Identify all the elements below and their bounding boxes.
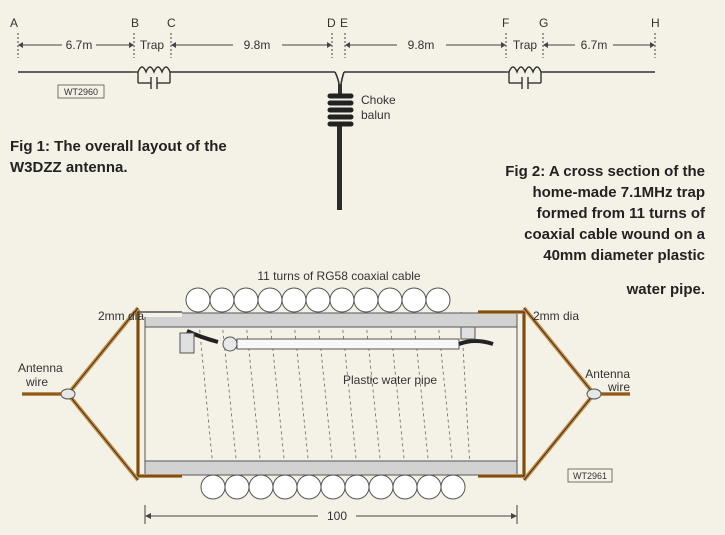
- guide-lines: [17, 33, 656, 58]
- point-label-b: B: [131, 16, 139, 30]
- coax-turn-bottom: [200, 474, 226, 500]
- fig2-caption-line2: home-made 7.1MHz trap: [532, 184, 705, 201]
- point-label-e: E: [340, 16, 348, 30]
- segment-label-cd: 9.8m: [244, 38, 271, 52]
- point-label-g: G: [539, 16, 548, 30]
- segment-label-trap-right: Trap: [513, 38, 538, 52]
- point-label-a: A: [10, 16, 18, 30]
- balun-label: balun: [361, 108, 390, 122]
- ref-tag-box-fig2: [567, 468, 613, 483]
- left-junction: [60, 388, 76, 400]
- point-label-d: D: [327, 16, 336, 30]
- arrow-heads: [18, 42, 655, 48]
- coax-turn-top: [353, 287, 379, 313]
- wire-dia-left: 2mm dia: [98, 309, 144, 323]
- fig2-trap-cross-section: 11 turns of RG58 coaxial cable: [18, 269, 630, 524]
- fig2-caption-line5: 40mm diameter plastic: [543, 247, 705, 264]
- coax-turn-bottom: [272, 474, 298, 500]
- coax-core: [179, 326, 494, 354]
- coil-turns: [327, 93, 354, 127]
- antenna-wire-left-1: Antenna: [18, 361, 63, 375]
- coax-turn-bottom: [440, 474, 466, 500]
- coax-turn-top: [377, 287, 403, 313]
- segment-label-gh: 6.7m: [581, 38, 608, 52]
- choke-balun: [327, 71, 354, 210]
- point-label-h: H: [651, 16, 660, 30]
- coax-turn-bottom: [416, 474, 442, 500]
- coil-top-turns: [185, 287, 451, 313]
- fig1-layout: A B C D E F G H: [10, 16, 660, 210]
- coax-turn-top: [209, 287, 235, 313]
- coax-turn-bottom: [344, 474, 370, 500]
- point-label-f: F: [502, 16, 509, 30]
- fig1-caption-line2: W3DZZ antenna.: [10, 159, 128, 176]
- coax-turn-top: [425, 287, 451, 313]
- antenna-wire-right-1: Antenna: [585, 367, 630, 381]
- fig2-caption-line4: coaxial cable wound on a: [524, 226, 706, 243]
- dimension-label: 100: [327, 509, 347, 523]
- coax-turn-bottom: [224, 474, 250, 500]
- end-brackets: [136, 305, 526, 478]
- fig1-caption-line1: Fig 1: The overall layout of the: [10, 138, 227, 155]
- choke-label: Choke: [361, 93, 396, 107]
- point-label-c: C: [167, 16, 176, 30]
- coax-turn-top: [305, 287, 331, 313]
- right-junction: [586, 388, 602, 400]
- antenna-wire-left-2: wire: [25, 375, 48, 389]
- winding-lines: [197, 311, 471, 469]
- coax-turn-top: [257, 287, 283, 313]
- turns-label: 11 turns of RG58 coaxial cable: [257, 269, 421, 283]
- segment-label-ab: 6.7m: [66, 38, 93, 52]
- coax-turn-bottom: [296, 474, 322, 500]
- fig2-caption-line6: water pipe.: [626, 281, 705, 298]
- ref-tag-fig1: WT2960: [64, 87, 98, 97]
- coax-turn-bottom: [320, 474, 346, 500]
- ref-tag-box-fig1: [57, 84, 105, 99]
- coil-bottom-turns: [200, 474, 466, 500]
- fig2-caption-line1: Fig 2: A cross section of the: [505, 163, 705, 180]
- antenna-wire-right-2: wire: [607, 380, 630, 394]
- coax-turn-top: [185, 287, 211, 313]
- fig2-caption: Fig 2: A cross section of the home-made …: [505, 163, 706, 298]
- coax-turn-bottom: [248, 474, 274, 500]
- coax-turn-top: [233, 287, 259, 313]
- trap-right: [506, 66, 543, 89]
- segment-label-trap-left: Trap: [140, 38, 165, 52]
- coax-turn-bottom: [392, 474, 418, 500]
- coax-turn-top: [329, 287, 355, 313]
- ref-tag-fig2: WT2961: [573, 471, 607, 481]
- coax-turn-bottom: [368, 474, 394, 500]
- wire-dia-right: 2mm dia: [533, 309, 579, 323]
- fig2-caption-line3: formed from 11 turns of: [537, 205, 706, 222]
- trap-left: [134, 66, 171, 89]
- coax-turn-top: [281, 287, 307, 313]
- coax-turn-top: [401, 287, 427, 313]
- wire-frames: [22, 306, 630, 482]
- plastic-pipe: [144, 312, 518, 476]
- pipe-label: Plastic water pipe: [343, 373, 437, 387]
- dimension-100: [144, 505, 518, 524]
- segment-label-ef: 9.8m: [408, 38, 435, 52]
